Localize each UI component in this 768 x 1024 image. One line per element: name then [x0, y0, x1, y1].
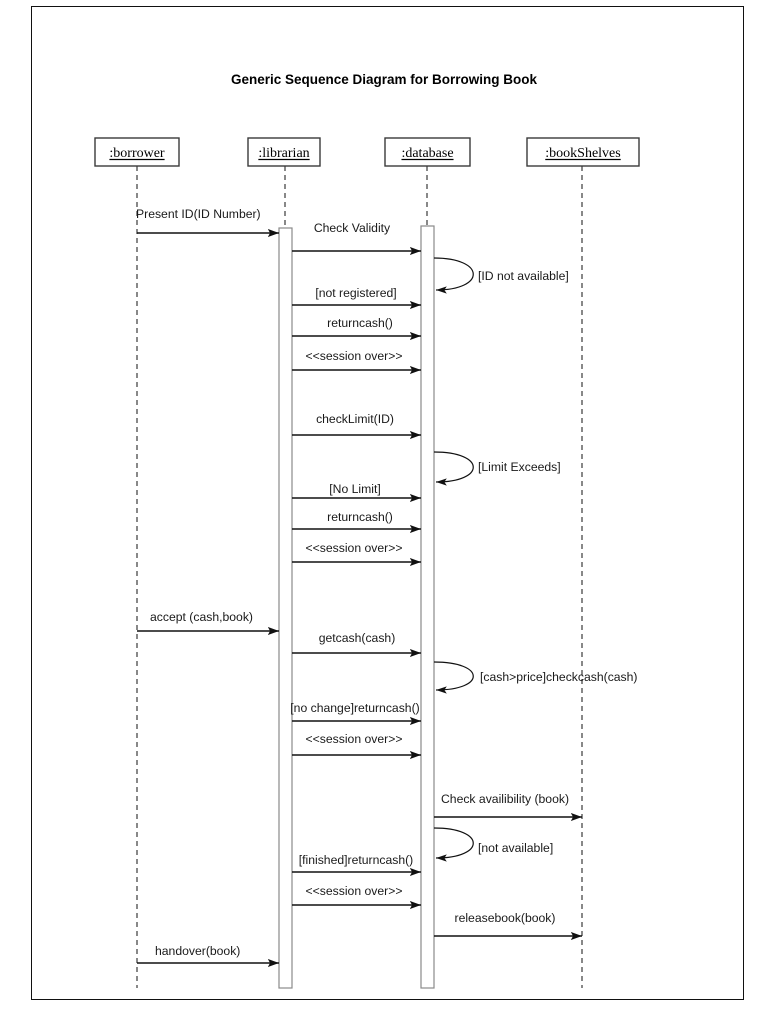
message-label-returncash-1: returncash(): [327, 316, 393, 330]
lifeline-librarian[interactable]: :librarian: [247, 137, 321, 989]
message-label-present-id: Present ID(ID Number): [136, 207, 261, 221]
message-not-registered[interactable]: [not registered]: [292, 286, 421, 310]
message-label-check-limit: checkLimit(ID): [316, 412, 394, 426]
message-label-checkcash: [cash>price]checkcash(cash): [480, 670, 638, 684]
message-handover[interactable]: handover(book): [137, 944, 279, 968]
message-no-limit[interactable]: [No Limit]: [292, 482, 421, 503]
message-label-session-over-4: <<session over>>: [306, 884, 403, 898]
message-label-getcash: getcash(cash): [319, 631, 396, 645]
message-returncash-1[interactable]: returncash(): [292, 316, 421, 341]
message-finished-returncash[interactable]: [finished]returncash(): [292, 853, 421, 877]
message-label-not-available: [not available]: [478, 841, 553, 855]
message-session-over-1[interactable]: <<session over>>: [292, 349, 421, 375]
message-label-session-over-2: <<session over>>: [306, 541, 403, 555]
activation-bar-database[interactable]: [420, 225, 435, 989]
lifelines-layer: :borrower :librarian :database :bookShelves: [94, 137, 640, 989]
self-message-arrow-limit-exceeds: [433, 451, 474, 486]
message-label-accept-cash-book: accept (cash,book): [150, 610, 253, 624]
message-check-validity[interactable]: Check Validity: [292, 221, 421, 256]
message-label-returncash-2: returncash(): [327, 510, 393, 524]
message-label-no-change-returncash: [no change]returncash(): [290, 701, 419, 715]
message-releasebook[interactable]: releasebook(book): [434, 911, 582, 941]
message-label-session-over-3: <<session over>>: [306, 732, 403, 746]
self-message-arrow-not-available: [433, 827, 474, 862]
message-getcash[interactable]: getcash(cash): [292, 631, 421, 658]
messages-layer: Present ID(ID Number) Check Validity [ID n…: [136, 207, 638, 968]
message-session-over-4[interactable]: <<session over>>: [292, 884, 421, 910]
page-border-frame: [31, 6, 744, 1000]
message-returncash-2[interactable]: returncash(): [292, 510, 421, 534]
message-limit-exceeds[interactable]: [Limit Exceeds]: [433, 451, 561, 486]
self-message-arrow-checkcash: [433, 661, 474, 694]
activation-bar-librarian[interactable]: [278, 227, 293, 989]
message-label-handover: handover(book): [155, 944, 240, 958]
message-session-over-2[interactable]: <<session over>>: [292, 541, 421, 567]
message-label-check-availibility: Check availibility (book): [441, 792, 569, 806]
lifeline-bookShelves[interactable]: :bookShelves: [526, 137, 640, 988]
message-label-not-registered: [not registered]: [315, 286, 396, 300]
self-message-arrow-id-not-available: [433, 257, 474, 294]
message-accept-cash-book[interactable]: accept (cash,book): [137, 610, 279, 636]
message-not-available[interactable]: [not available]: [433, 827, 553, 862]
message-label-releasebook: releasebook(book): [455, 911, 556, 925]
lifeline-label-bookShelves: :bookShelves: [545, 146, 620, 161]
lifeline-label-database: :database: [401, 146, 453, 161]
message-label-check-validity: Check Validity: [314, 221, 391, 235]
lifeline-box-librarian[interactable]: [247, 137, 321, 167]
message-label-id-not-available: [ID not available]: [478, 269, 569, 283]
message-check-availibility[interactable]: Check availibility (book): [434, 792, 582, 822]
message-session-over-3[interactable]: <<session over>>: [292, 732, 421, 760]
lifeline-label-borrower: :borrower: [109, 146, 165, 161]
message-no-change-returncash[interactable]: [no change]returncash(): [290, 701, 421, 726]
message-check-limit[interactable]: checkLimit(ID): [292, 412, 421, 440]
lifeline-database[interactable]: :database: [384, 137, 471, 989]
lifeline-box-database[interactable]: [384, 137, 471, 167]
message-label-no-limit: [No Limit]: [329, 482, 380, 496]
message-checkcash[interactable]: [cash>price]checkcash(cash): [433, 661, 638, 694]
lifeline-borrower[interactable]: :borrower: [94, 137, 180, 988]
lifeline-box-borrower[interactable]: [94, 137, 180, 167]
message-id-not-available[interactable]: [ID not available]: [433, 257, 569, 294]
message-present-id[interactable]: Present ID(ID Number): [136, 207, 279, 238]
message-label-limit-exceeds: [Limit Exceeds]: [478, 460, 561, 474]
message-label-session-over-1: <<session over>>: [306, 349, 403, 363]
page-title: Generic Sequence Diagram for Borrowing B…: [231, 72, 538, 87]
lifeline-box-bookShelves[interactable]: [526, 137, 640, 167]
lifeline-label-librarian: :librarian: [258, 146, 309, 161]
message-label-finished-returncash: [finished]returncash(): [299, 853, 413, 867]
